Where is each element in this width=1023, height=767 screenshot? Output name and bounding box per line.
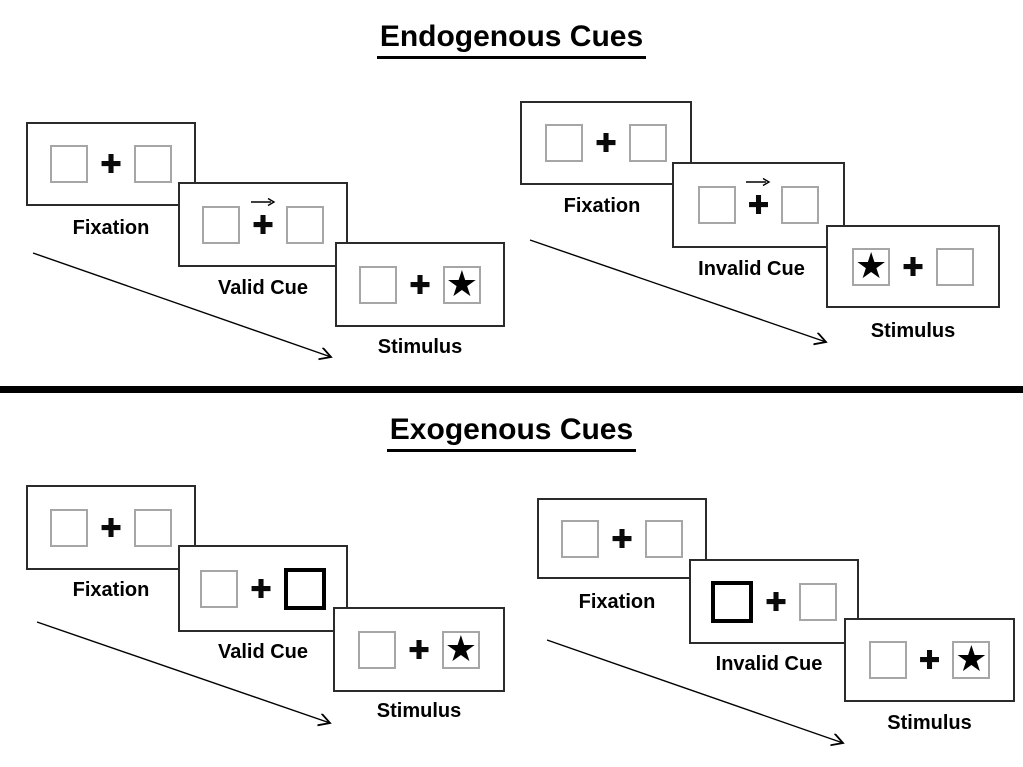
cue-label: Valid Cue	[217, 277, 309, 299]
endogenous-valid-stimulus-screen: ✚ ★	[335, 242, 505, 327]
endogenous-valid-fixation-screen: ✚	[26, 122, 196, 206]
timeline-arrow	[546, 639, 855, 755]
fixation-cross-icon: ✚	[252, 209, 274, 240]
fixation-cross-icon: ✚	[595, 128, 617, 158]
star-icon: ★	[444, 627, 478, 669]
right-placeholder-box	[798, 582, 837, 621]
left-placeholder-box	[697, 186, 736, 224]
endogenous-invalid-fixation-screen: ✚	[520, 101, 692, 185]
right-placeholder-box	[285, 205, 324, 244]
fixation-cross-wrap: ✚	[408, 637, 430, 663]
endogenous-title-text: Endogenous Cues	[376, 20, 647, 59]
timeline-arrow	[529, 239, 838, 352]
left-placeholder-box	[50, 508, 89, 547]
right-arrow-icon	[746, 177, 771, 187]
right-placeholder-box	[133, 145, 172, 183]
left-placeholder-box	[545, 124, 584, 162]
cue-label: Valid Cue	[217, 641, 309, 663]
fixation-cross-icon: ✚	[100, 512, 122, 543]
right-placeholder-box	[133, 508, 172, 547]
right-placeholder-box	[935, 247, 974, 286]
endogenous-invalid-cue-screen: ✚	[672, 162, 845, 248]
fixation-cross-wrap: ✚	[902, 254, 924, 280]
right-cue-highlight-box	[283, 567, 326, 610]
fixation-cross-wrap: ✚	[919, 647, 941, 673]
stimulus-label: Stimulus	[870, 320, 956, 342]
fixation-label: Fixation	[563, 195, 641, 217]
right-arrow-icon	[250, 197, 276, 206]
exogenous-invalid-stimulus-screen: ✚ ★	[844, 618, 1015, 702]
stimulus-label: Stimulus	[376, 700, 462, 722]
exogenous-valid-stimulus-screen: ✚ ★	[333, 607, 505, 692]
exogenous-invalid-fixation-screen: ✚	[537, 498, 707, 579]
fixation-cross-icon: ✚	[747, 190, 770, 220]
fixation-cross-wrap: ✚	[746, 177, 771, 220]
left-placeholder-box	[868, 641, 907, 679]
fixation-cross-wrap: ✚	[250, 197, 276, 240]
fixation-cross-icon: ✚	[408, 634, 430, 665]
left-target-box: ★	[852, 244, 891, 286]
fixation-cross-icon: ✚	[100, 149, 122, 179]
right-target-box: ★	[442, 262, 481, 304]
right-target-box: ★	[441, 627, 480, 669]
fixation-cross-wrap: ✚	[250, 576, 272, 602]
fixation-cross-icon: ✚	[918, 645, 941, 675]
stimulus-label: Stimulus	[887, 712, 972, 734]
exogenous-title-text: Exogenous Cues	[386, 413, 637, 452]
fixation-label: Fixation	[72, 579, 150, 601]
right-placeholder-box	[644, 519, 683, 558]
stimulus-label: Stimulus	[377, 336, 463, 358]
fixation-cross-wrap: ✚	[765, 589, 787, 615]
fixation-cross-icon: ✚	[765, 586, 787, 617]
cue-label: Invalid Cue	[715, 653, 823, 675]
fixation-cross-wrap: ✚	[611, 526, 633, 552]
endogenous-invalid-stimulus-screen: ★ ✚	[826, 225, 1000, 308]
right-target-box: ★	[952, 638, 991, 679]
exogenous-section-title: Exogenous Cues	[0, 413, 1023, 452]
right-placeholder-box	[628, 124, 667, 162]
exogenous-invalid-cue-screen: ✚	[689, 559, 859, 644]
fixation-cross-wrap: ✚	[595, 130, 617, 156]
left-placeholder-box	[359, 265, 398, 304]
cue-label: Invalid Cue	[698, 258, 805, 280]
fixation-cross-icon: ✚	[902, 251, 924, 282]
fixation-cross-wrap: ✚	[100, 151, 122, 177]
timeline-arrow	[36, 621, 344, 735]
left-placeholder-box	[358, 630, 397, 669]
left-placeholder-box	[200, 569, 239, 608]
exogenous-valid-fixation-screen: ✚	[26, 485, 196, 570]
star-icon: ★	[854, 244, 888, 286]
star-icon: ★	[445, 262, 479, 304]
fixation-cross-icon: ✚	[250, 573, 272, 604]
fixation-cross-icon: ✚	[409, 269, 431, 300]
fixation-cross-wrap: ✚	[409, 272, 431, 298]
exogenous-valid-cue-screen: ✚	[178, 545, 348, 632]
right-placeholder-box	[781, 186, 820, 224]
fixation-label: Fixation	[578, 591, 656, 613]
section-divider	[0, 386, 1023, 393]
left-placeholder-box	[202, 205, 241, 244]
endogenous-section-title: Endogenous Cues	[0, 20, 1023, 59]
fixation-label: Fixation	[72, 217, 150, 239]
left-cue-highlight-box	[711, 580, 754, 623]
left-placeholder-box	[50, 145, 89, 183]
star-icon: ★	[955, 638, 988, 679]
timeline-arrow	[32, 252, 345, 370]
left-placeholder-box	[561, 519, 600, 558]
fixation-cross-icon: ✚	[611, 523, 633, 554]
endogenous-valid-cue-screen: ✚	[178, 182, 348, 267]
fixation-cross-wrap: ✚	[100, 515, 122, 541]
